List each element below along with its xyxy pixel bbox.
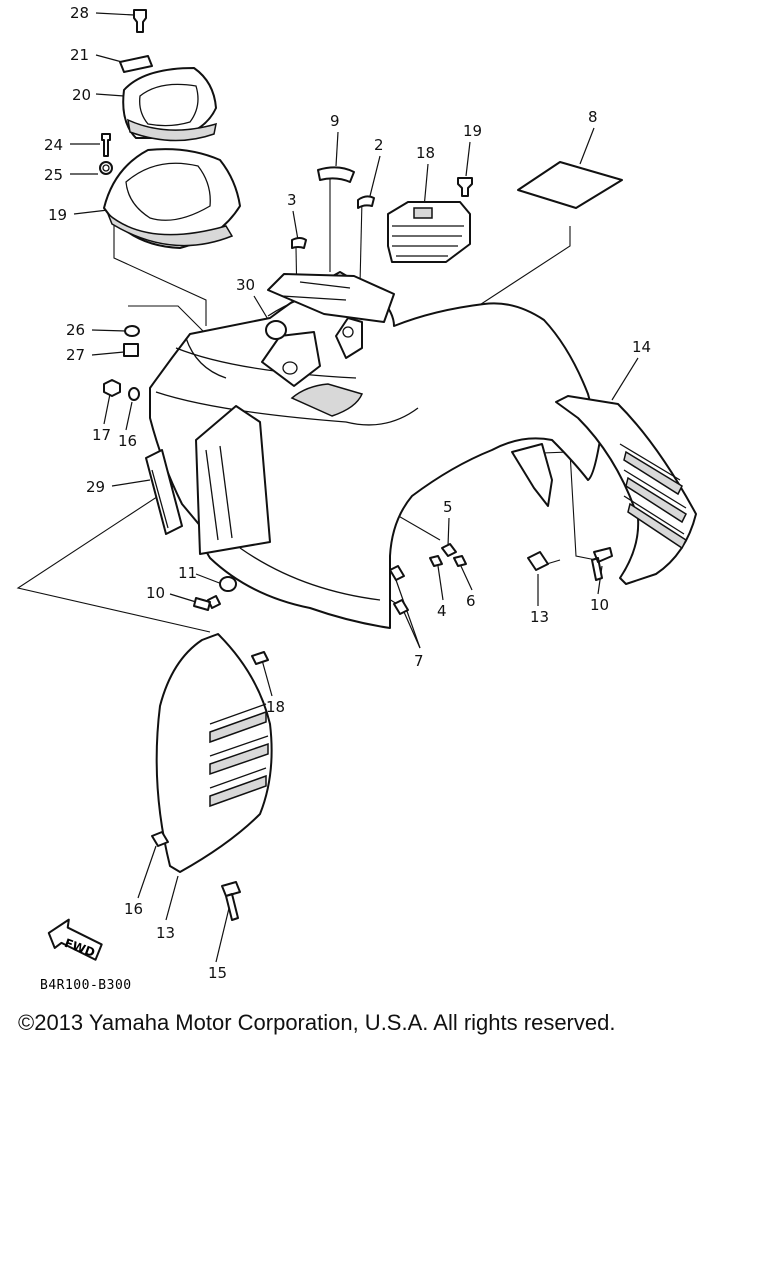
callout-7: 7 bbox=[414, 652, 424, 670]
part-21-pin bbox=[457, 177, 473, 197]
part-24-plate bbox=[119, 55, 153, 73]
part-17-bolt bbox=[251, 651, 269, 665]
part-5-clip bbox=[441, 543, 457, 557]
callout-25: 24 bbox=[44, 136, 63, 154]
part-26-nut-mid bbox=[124, 325, 140, 337]
part-30-cap bbox=[265, 320, 287, 340]
small-parts bbox=[291, 161, 623, 263]
callout-6: 6 bbox=[466, 592, 476, 610]
callout-labels: 28 21 20 24 25 19 9 2 3 18 19 8 30 26 27… bbox=[44, 4, 651, 982]
part-18-washer bbox=[128, 387, 140, 401]
callout-26-top: 25 bbox=[44, 166, 63, 184]
callout-24: 21 bbox=[70, 46, 89, 64]
part-27-collar bbox=[123, 343, 139, 357]
part-20-box bbox=[387, 201, 471, 263]
callout-12: 13 bbox=[530, 608, 549, 626]
callout-22: 19 bbox=[48, 206, 67, 224]
callout-17: 18 bbox=[266, 698, 285, 716]
callout-3: 3 bbox=[287, 191, 297, 209]
part-12-nut bbox=[527, 551, 549, 571]
callout-15: 15 bbox=[208, 964, 227, 982]
callout-19: 17 bbox=[92, 426, 111, 444]
part-7-clip-a bbox=[389, 565, 405, 581]
fasteners-mid bbox=[103, 320, 287, 401]
part-15-bolt bbox=[221, 881, 241, 921]
callout-30: 30 bbox=[236, 276, 255, 294]
callout-28: 28 bbox=[70, 4, 89, 22]
copyright-notice: ©2013 Yamaha Motor Corporation, U.S.A. A… bbox=[18, 1010, 616, 1035]
callout-21: 19 bbox=[463, 122, 482, 140]
part-7-clip-b bbox=[393, 599, 409, 615]
callout-13: 13 bbox=[156, 924, 175, 942]
callout-16: 16 bbox=[124, 900, 143, 918]
part-8-label bbox=[517, 161, 623, 209]
callout-20: 18 bbox=[416, 144, 435, 162]
fwd-arrow-icon: FWD bbox=[47, 918, 103, 961]
seat-cover-parts bbox=[99, 9, 241, 249]
part-26-nut bbox=[99, 161, 113, 175]
exploded-parts-diagram: 28 21 20 24 25 19 9 2 3 18 19 8 30 26 27… bbox=[16, 4, 697, 982]
callout-27: 27 bbox=[66, 346, 85, 364]
part-2-pad bbox=[357, 195, 375, 209]
part-29-strip bbox=[145, 449, 183, 535]
part-16-nut bbox=[151, 831, 169, 847]
callout-23: 20 bbox=[72, 86, 91, 104]
part-13-side-cover bbox=[155, 633, 273, 873]
part-10-bolt-left bbox=[193, 595, 221, 611]
fasteners-left bbox=[193, 576, 237, 611]
callout-18: 16 bbox=[118, 432, 137, 450]
part-1-front-fender bbox=[149, 271, 601, 629]
callout-26-mid: 26 bbox=[66, 321, 85, 339]
callout-14: 14 bbox=[632, 338, 651, 356]
callout-11: 11 bbox=[178, 564, 197, 582]
part-19-nut bbox=[103, 379, 121, 397]
part-9-pad bbox=[317, 166, 355, 183]
part-10-bolt-right bbox=[591, 547, 613, 581]
callout-9: 9 bbox=[330, 112, 340, 130]
callout-10-right: 10 bbox=[590, 596, 609, 614]
part-4-clip bbox=[429, 555, 443, 567]
callout-10-left: 10 bbox=[146, 584, 165, 602]
part-14-side-cover bbox=[555, 395, 697, 585]
callout-29: 29 bbox=[86, 478, 105, 496]
part-28-screw bbox=[133, 9, 147, 33]
part-6-clip bbox=[453, 555, 467, 567]
callout-2: 2 bbox=[374, 136, 384, 154]
diagram-code: B4R100-B300 bbox=[40, 978, 132, 993]
part-11-washer bbox=[219, 576, 237, 592]
callout-5: 5 bbox=[443, 498, 453, 516]
callout-4: 4 bbox=[437, 602, 447, 620]
callout-8: 8 bbox=[588, 108, 598, 126]
part-3-pad bbox=[291, 237, 307, 249]
part-25-bolt bbox=[101, 133, 111, 157]
clips bbox=[389, 543, 467, 615]
